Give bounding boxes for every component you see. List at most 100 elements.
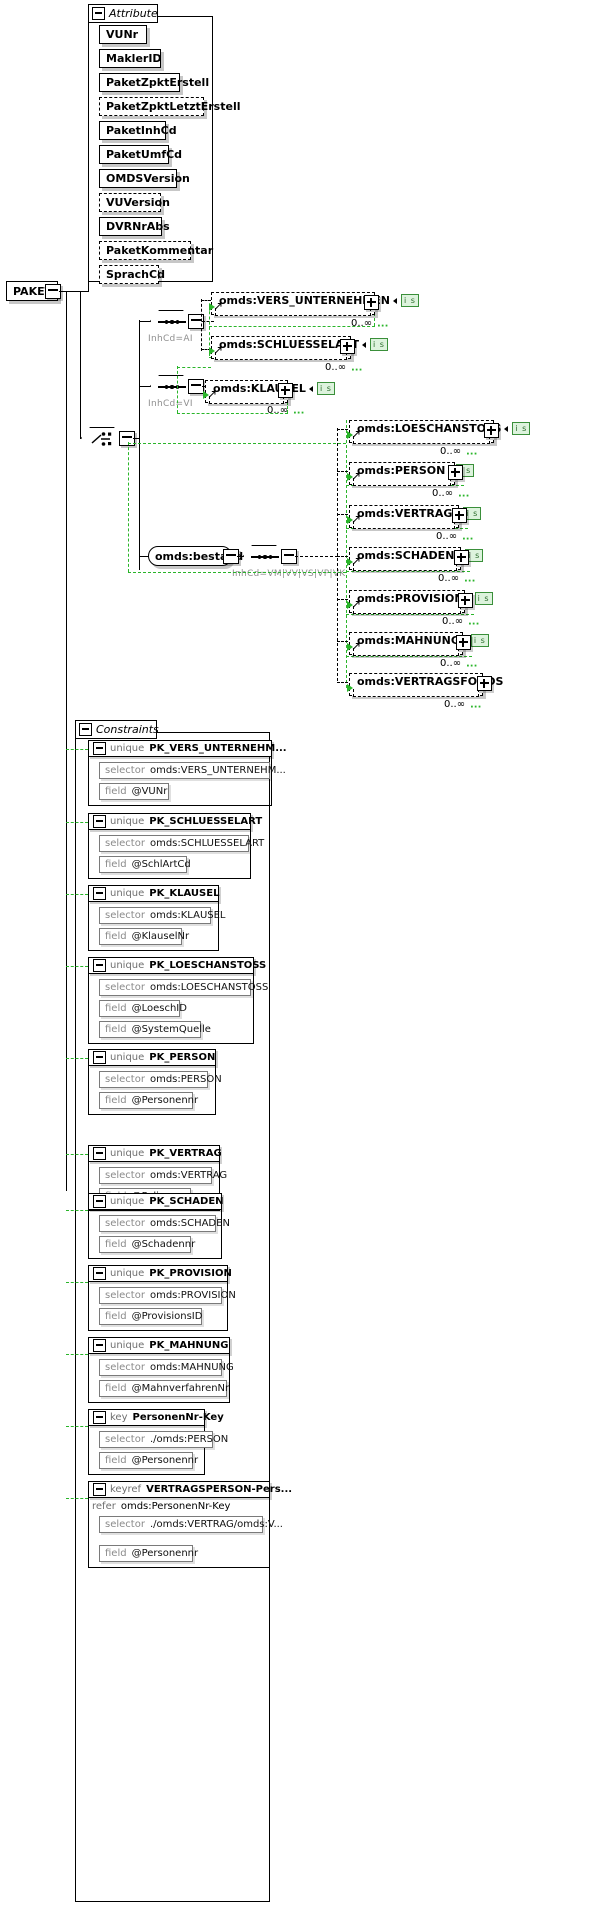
constraint-row-selector[interactable]: selector omds:SCHLUESSELART — [99, 835, 264, 852]
expand-plus-icon-vertragsfonds[interactable] — [477, 676, 492, 691]
constraint-header-2[interactable]: unique PK_KLAUSEL — [88, 885, 219, 902]
constraint-row-selector[interactable]: selector ./omds:VERTRAG/omds:V... — [99, 1516, 283, 1533]
cardinality-mahnung: 0..∞ — [440, 658, 462, 669]
constraint-header-4[interactable]: unique PK_PERSON — [88, 1049, 216, 1066]
choice-icon[interactable] — [81, 427, 123, 449]
constraint-header-9[interactable]: key PersonenNr-Key — [88, 1409, 224, 1426]
constraint-collapse-minus-icon[interactable] — [93, 1483, 106, 1496]
constraint-header-8[interactable]: unique PK_MAHNUNG — [88, 1337, 230, 1354]
constraint-collapse-minus-icon[interactable] — [93, 887, 106, 900]
constraint-row-field[interactable]: field @Personennr — [99, 1452, 198, 1469]
constraint-collapse-minus-icon[interactable] — [93, 1147, 106, 1160]
sequence-icon-ai[interactable] — [150, 310, 192, 332]
expand-plus-icon-schluesselart[interactable] — [340, 339, 355, 354]
constraint-row-field[interactable]: field @Schadennr — [99, 1236, 195, 1253]
constraint-row-selector[interactable]: selector omds:SCHADEN — [99, 1215, 230, 1232]
attribute-paketinhcd[interactable]: PaketInhCd — [99, 121, 177, 140]
connector — [237, 555, 244, 557]
constraint-row-field[interactable]: field @VUNr — [99, 783, 169, 800]
cardinality-schluesselart: 0..∞ — [325, 362, 347, 373]
element-vers-unternehmen[interactable]: omds:VERS_UNTERNEHMEN i s — [211, 292, 419, 316]
constraint-collapse-minus-icon[interactable] — [93, 1051, 106, 1064]
attribute-paketkommentar[interactable]: PaketKommentar — [99, 241, 213, 260]
type-badge: i s — [369, 338, 388, 351]
row-value: omds:VERS_UNTERNEHM... — [149, 765, 286, 776]
row-key: selector — [105, 838, 145, 849]
constraint-header-7[interactable]: unique PK_PROVISION — [88, 1265, 232, 1282]
choice-collapse-minus-icon[interactable] — [119, 431, 135, 446]
element-loeschanstoss[interactable]: omds:LOESCHANSTOSS i s — [349, 420, 531, 444]
attribute-paketumfcd[interactable]: PaketUmfCd — [99, 145, 182, 164]
expand-plus-icon-loeschanstoss[interactable] — [484, 423, 499, 438]
sequence-vi-collapse-icon[interactable] — [188, 379, 204, 394]
sequence-ai-collapse-icon[interactable] — [188, 314, 204, 329]
constraint-row-field[interactable]: field @ProvisionsID — [99, 1308, 202, 1325]
element-schluesselart[interactable]: omds:SCHLUESSELART i s — [211, 336, 388, 360]
constraint-row-selector[interactable]: selector omds:PERSON — [99, 1071, 222, 1088]
constraint-row-field[interactable]: field @Personennr — [99, 1545, 198, 1562]
attribute-vunr[interactable]: VUNr — [99, 25, 147, 44]
element-label-wrap: omds:VERTRAGSFONDS — [357, 674, 503, 689]
constraint-header-1[interactable]: unique PK_SCHLUESSELART — [88, 813, 262, 830]
constraint-row-field[interactable]: field @Personennr — [99, 1092, 198, 1109]
constraint-row-field[interactable]: field @SchlArtCd — [99, 856, 191, 873]
element-label: omds:LOESCHANSTOSS — [357, 422, 502, 435]
constraint-row-selector[interactable]: selector omds:PROVISION — [99, 1287, 236, 1304]
constraint-header-10[interactable]: keyref VERTRAGSPERSON-Pers... — [88, 1481, 292, 1498]
element-person[interactable]: omds:PERSON i s — [349, 462, 475, 486]
expand-plus-icon-vers-unternehmen[interactable] — [364, 295, 379, 310]
constraints-group-tab[interactable]: Constraints — [75, 720, 159, 739]
expand-plus-icon-person[interactable] — [448, 465, 463, 480]
element-schaden[interactable]: omds:SCHADEN i s — [349, 547, 484, 571]
element-vertrag[interactable]: omds:VERTRAG i s — [349, 505, 482, 529]
attribute-maklerid[interactable]: MaklerID — [99, 49, 162, 68]
constraint-row-selector[interactable]: selector omds:KLAUSEL — [99, 907, 226, 924]
attribute-vuversion[interactable]: VUVersion — [99, 193, 170, 212]
expand-plus-icon-schaden[interactable] — [454, 550, 469, 565]
group-label: omds:bestand — [155, 549, 244, 563]
attribute-omdsversion[interactable]: OMDSVersion — [99, 169, 190, 188]
sequence-icon-bestand[interactable] — [243, 545, 285, 567]
attribute-group-tab[interactable]: Attribute — [88, 4, 158, 23]
constraint-collapse-minus-icon[interactable] — [93, 959, 106, 972]
constraint-collapse-minus-icon[interactable] — [93, 742, 106, 755]
constraints-collapse-minus-icon[interactable] — [79, 723, 92, 736]
constraint-row-selector[interactable]: selector ./omds:PERSON — [99, 1431, 228, 1448]
expand-plus-icon-provision[interactable] — [458, 593, 473, 608]
attribute-paketzpktletzterstell[interactable]: PaketZpktLetztErstell — [99, 97, 241, 116]
constraint-row-selector[interactable]: selector omds:VERTRAG — [99, 1167, 227, 1184]
sequence-bestand-collapse-icon[interactable] — [281, 549, 297, 564]
element-klausel[interactable]: omds:KLAUSEL i s — [205, 380, 335, 404]
connector-dashed — [201, 348, 211, 350]
expand-plus-icon-vertrag[interactable] — [452, 508, 467, 523]
constraint-collapse-minus-icon[interactable] — [93, 1411, 106, 1424]
constraint-collapse-minus-icon[interactable] — [93, 815, 106, 828]
constraint-row-field[interactable]: field @MahnverfahrenNr — [99, 1380, 229, 1397]
constraint-row-field[interactable]: field @LoeschID — [99, 1000, 187, 1017]
constraint-header-5[interactable]: unique PK_VERTRAG — [88, 1145, 222, 1162]
attribute-sprachcd[interactable]: SprachCd — [99, 265, 165, 284]
row-key: selector — [105, 765, 145, 776]
group-omds-bestand[interactable]: omds:bestand — [148, 546, 243, 566]
constraint-collapse-minus-icon[interactable] — [93, 1339, 106, 1352]
expand-plus-icon-mahnung[interactable] — [456, 635, 471, 650]
element-provision[interactable]: omds:PROVISION i s — [349, 590, 493, 614]
constraint-collapse-minus-icon[interactable] — [93, 1267, 106, 1280]
type-arrow-icon — [504, 425, 509, 432]
constraint-row-selector[interactable]: selector omds:VERS_UNTERNEHM... — [99, 762, 286, 779]
expand-plus-icon-klausel[interactable] — [278, 383, 293, 398]
constraint-header-6[interactable]: unique PK_SCHADEN — [88, 1193, 224, 1210]
connector-dashed — [337, 640, 348, 642]
element-vertragsfonds[interactable]: omds:VERTRAGSFONDS — [349, 673, 503, 697]
constraint-collapse-minus-icon[interactable] — [93, 1195, 106, 1208]
constraint-row-selector[interactable]: selector omds:LOESCHANSTOSS — [99, 979, 268, 996]
element-mahnung[interactable]: omds:MAHNUNG i s — [349, 632, 489, 656]
attribute-paketzpkterstell[interactable]: PaketZpktErstell — [99, 73, 209, 92]
attribute-collapse-minus-icon[interactable] — [92, 7, 105, 20]
constraint-header-3[interactable]: unique PK_LOESCHANSTOSS — [88, 957, 266, 974]
constraint-header-0[interactable]: unique PK_VERS_UNTERNEHM... — [88, 740, 287, 757]
constraint-row-field[interactable]: field @KlauselNr — [99, 928, 189, 945]
attribute-dvrnrabs[interactable]: DVRNrAbs — [99, 217, 170, 236]
constraint-row-field[interactable]: field @SystemQuelle — [99, 1021, 211, 1038]
constraint-row-selector[interactable]: selector omds:MAHNUNG — [99, 1359, 234, 1376]
